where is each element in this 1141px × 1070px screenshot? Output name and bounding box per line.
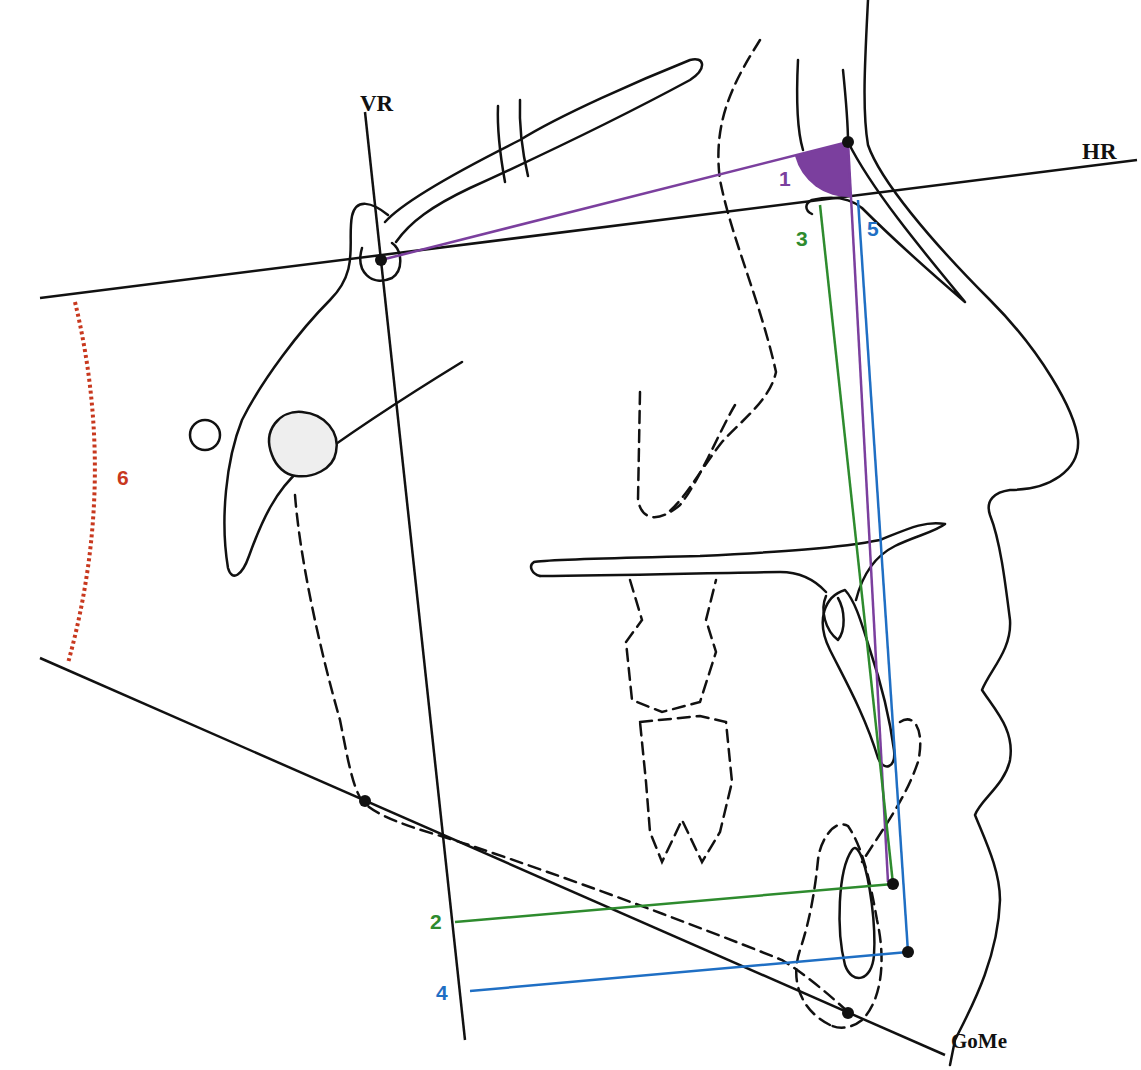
porion [269,412,336,476]
measurement-number: 1 [779,168,791,189]
measurement-line [455,884,893,922]
label-holder: 4 [436,982,448,1004]
landmark-dot [887,878,899,890]
ear-rod [190,420,220,450]
lower-incisor [862,719,920,862]
label-holder: HR [1082,140,1117,163]
upper-incisor [823,590,894,766]
measurement-number: 4 [436,982,448,1003]
reference-line-label: GoMe [951,1031,1007,1052]
label-holder: 1 [779,168,791,190]
pterygomaxillary-fissure [638,392,735,517]
measurement-line [381,142,848,260]
measurement-line [858,200,908,952]
sphenoid-line [520,100,528,176]
orbit [665,40,776,515]
landmark-dot [375,254,387,266]
horizontal-reference-line [40,160,1137,298]
sphenoid-line [498,106,505,182]
label-holder: VR [360,92,393,115]
measurement-number: 5 [867,218,879,239]
mandibular-plane-line [40,658,945,1055]
angle-arc [68,302,95,663]
landmark-dot [359,795,371,807]
mandible [295,495,848,1012]
landmark-dot [842,1007,854,1019]
measurement-number: 2 [430,911,442,932]
measurement-line [470,952,908,991]
label-holder: 2 [430,911,442,933]
reference-line-label: VR [360,92,393,115]
frontal-bone [843,70,848,142]
landmark-dot [902,946,914,958]
upper-molar [626,580,716,712]
reference-line-label: HR [1082,140,1117,163]
label-holder: 3 [796,228,808,250]
label-holder: GoMe [951,1031,1007,1052]
landmark-dot [842,136,854,148]
angle-wedge [795,142,851,197]
measurement-number: 6 [117,467,129,488]
measurement-number: 3 [796,228,808,249]
anterior-cranial-base [385,59,702,242]
palate [540,572,826,592]
label-holder: 6 [117,467,129,489]
frontal-sinus-wall [797,60,803,150]
symphysis-outline [796,824,881,1027]
upper-incisor-root [823,596,843,640]
label-holder: 5 [867,218,879,240]
lower-molar [640,716,732,862]
